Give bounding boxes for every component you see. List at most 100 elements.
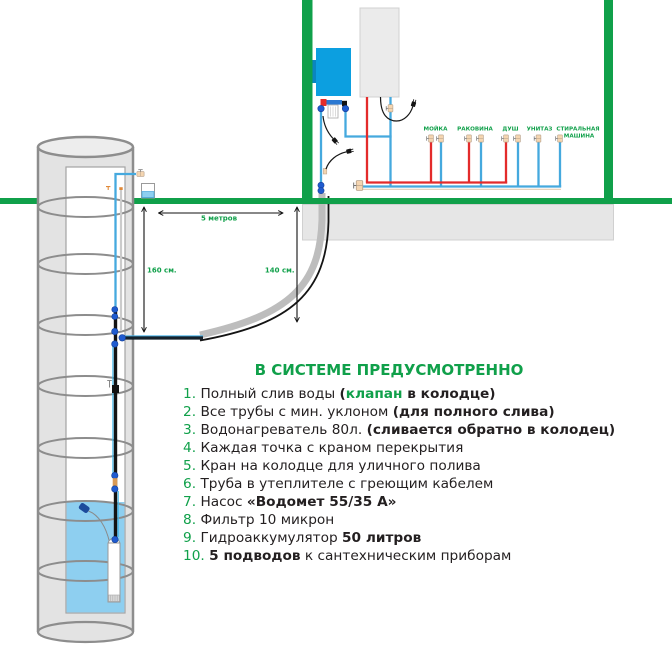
item-text: Труба в утеплителе с греющим кабелем — [200, 476, 494, 492]
pipe-fitting — [111, 340, 119, 348]
fixture-label-line-1: СТИРАЛЬНАЯ — [556, 127, 599, 133]
fixture-toilet: УНИТАЗ — [527, 127, 552, 187]
well-ring — [37, 314, 134, 336]
list-item: 2.Все трубы с мин. уклоном (для полного … — [183, 403, 615, 421]
well-ring — [37, 253, 134, 275]
drain-valve-icon — [353, 180, 364, 191]
item-number: 9. — [183, 530, 197, 546]
well-pipework — [106, 172, 203, 538]
item-text: Водонагреватель 80л. — [200, 422, 367, 438]
item-text: Насос — [200, 494, 247, 510]
supply-pipe — [114, 172, 136, 310]
water-heater — [359, 7, 418, 187]
pipe-fitting — [111, 313, 119, 320]
item-text: (сливается обратно в колодец) — [366, 422, 616, 438]
summary-title: В СИСТЕМЕ ПРЕДУСМОТРЕННО — [254, 361, 524, 379]
submersible-pump — [78, 503, 121, 603]
drain-line-cap — [119, 187, 123, 190]
fixture-washbasin: РАКОВИНА — [457, 127, 494, 187]
item-text: 50 литров — [342, 530, 422, 546]
water-heater-power-cable — [379, 96, 414, 122]
item-number: 1. — [183, 386, 197, 402]
item-number: 3. — [183, 422, 197, 438]
cold-shutoff-valve-icon — [476, 134, 484, 143]
house-wall-left — [302, 0, 313, 204]
outdoor-tap-icon — [136, 169, 145, 177]
item-text: «Водомет 55/35 А» — [246, 494, 397, 510]
pipe-fitting — [317, 105, 325, 113]
item-text: Полный слив воды — [200, 386, 340, 402]
pressure-switch — [320, 99, 327, 106]
list-item: 6.Труба в утеплителе с греющим кабелем — [183, 475, 615, 493]
heating-cable-connector — [322, 168, 328, 175]
list-item: 5.Кран на колодце для уличного полива — [183, 457, 615, 475]
item-number: 8. — [183, 512, 197, 528]
fixture-label: МОЙКА — [424, 125, 449, 133]
well-ring — [37, 375, 134, 397]
ground-line-right — [133, 198, 672, 204]
hot-shutoff-valve-icon — [426, 134, 434, 143]
list-item: 1.Полный слив воды (клапан в колодце) — [183, 385, 615, 403]
fixture-label: ДУШ — [502, 127, 518, 133]
elbow-fitting — [118, 334, 126, 342]
safety-hook-icon — [107, 380, 112, 388]
list-item: 9.Гидроаккумулятор 50 литров — [183, 529, 615, 547]
item-number: 5. — [183, 458, 197, 474]
rope-hook-icon — [106, 186, 111, 190]
well-ring — [37, 500, 134, 522]
cold-shutoff-valve-icon — [513, 134, 521, 143]
well-bottom — [36, 620, 135, 644]
brass-fitting — [112, 478, 118, 487]
power-plug-icon — [410, 98, 418, 108]
list-item: 10.5 подводов к сантехническим приборам — [183, 547, 615, 565]
outdoor-watering-point — [136, 169, 155, 199]
item-text: к сантехническим приборам — [300, 548, 512, 564]
list-item: 4.Каждая точка с краном перекрытия — [183, 439, 615, 457]
water-heater-tank — [359, 7, 400, 98]
pipe-fitting — [341, 105, 349, 113]
cold-shutoff-valve-icon — [533, 134, 542, 143]
item-text: Гидроаккумулятор — [200, 530, 343, 546]
power-plug-icon — [345, 147, 355, 155]
features-list: 1.Полный слив воды (клапан в колодце) 2.… — [183, 385, 615, 565]
junction-box — [112, 385, 119, 393]
item-number: 2. — [183, 404, 197, 420]
heating-cable — [199, 196, 330, 342]
well-ring — [37, 437, 134, 459]
accumulator-outlet-pipe — [344, 111, 392, 138]
well-ring — [37, 196, 134, 218]
list-item: 7.Насос «Водомет 55/35 А» — [183, 493, 615, 511]
item-text: ( — [339, 386, 346, 402]
pipe-fitting — [111, 471, 119, 479]
list-item: 8.Фильтр 10 микрон — [183, 511, 615, 529]
dimension-house-depth: 140 см. — [265, 207, 297, 322]
item-number: 7. — [183, 494, 197, 510]
pump-outlet-fitting — [111, 535, 119, 543]
fixture-washing-machine: СТИРАЛЬНАЯ МАШИНА — [555, 127, 600, 187]
well-top — [36, 135, 135, 159]
manifold — [326, 100, 342, 105]
item-text-accent: клапан — [345, 386, 403, 402]
item-number: 10. — [183, 548, 205, 564]
house-depth-label: 140 см. — [265, 267, 295, 275]
pressure-gauge — [342, 100, 347, 107]
fixture-label-line-2: МАШИНА — [564, 134, 595, 140]
pipe-fitting — [111, 306, 119, 313]
list-item: 3.Водонагреватель 80л. (сливается обратн… — [183, 421, 615, 439]
fixture-shower: ДУШ — [501, 127, 521, 187]
dimension-well-depth: 160 см. — [144, 207, 177, 332]
well-depth-label: 160 см. — [147, 267, 177, 275]
well-ring — [37, 560, 134, 582]
pipe-fitting — [111, 485, 119, 493]
filter-element — [330, 106, 336, 117]
accumulator-mount — [312, 60, 317, 83]
house-walls — [302, 0, 613, 204]
hydro-accumulator — [316, 48, 351, 96]
item-number: 4. — [183, 440, 197, 456]
pipe-fitting — [111, 327, 119, 335]
item-text: (для полного слива) — [392, 404, 555, 420]
cold-shutoff-valve-icon — [555, 134, 563, 143]
pump-strainer-slots — [110, 595, 118, 601]
hot-shutoff-valve-icon — [464, 134, 472, 143]
